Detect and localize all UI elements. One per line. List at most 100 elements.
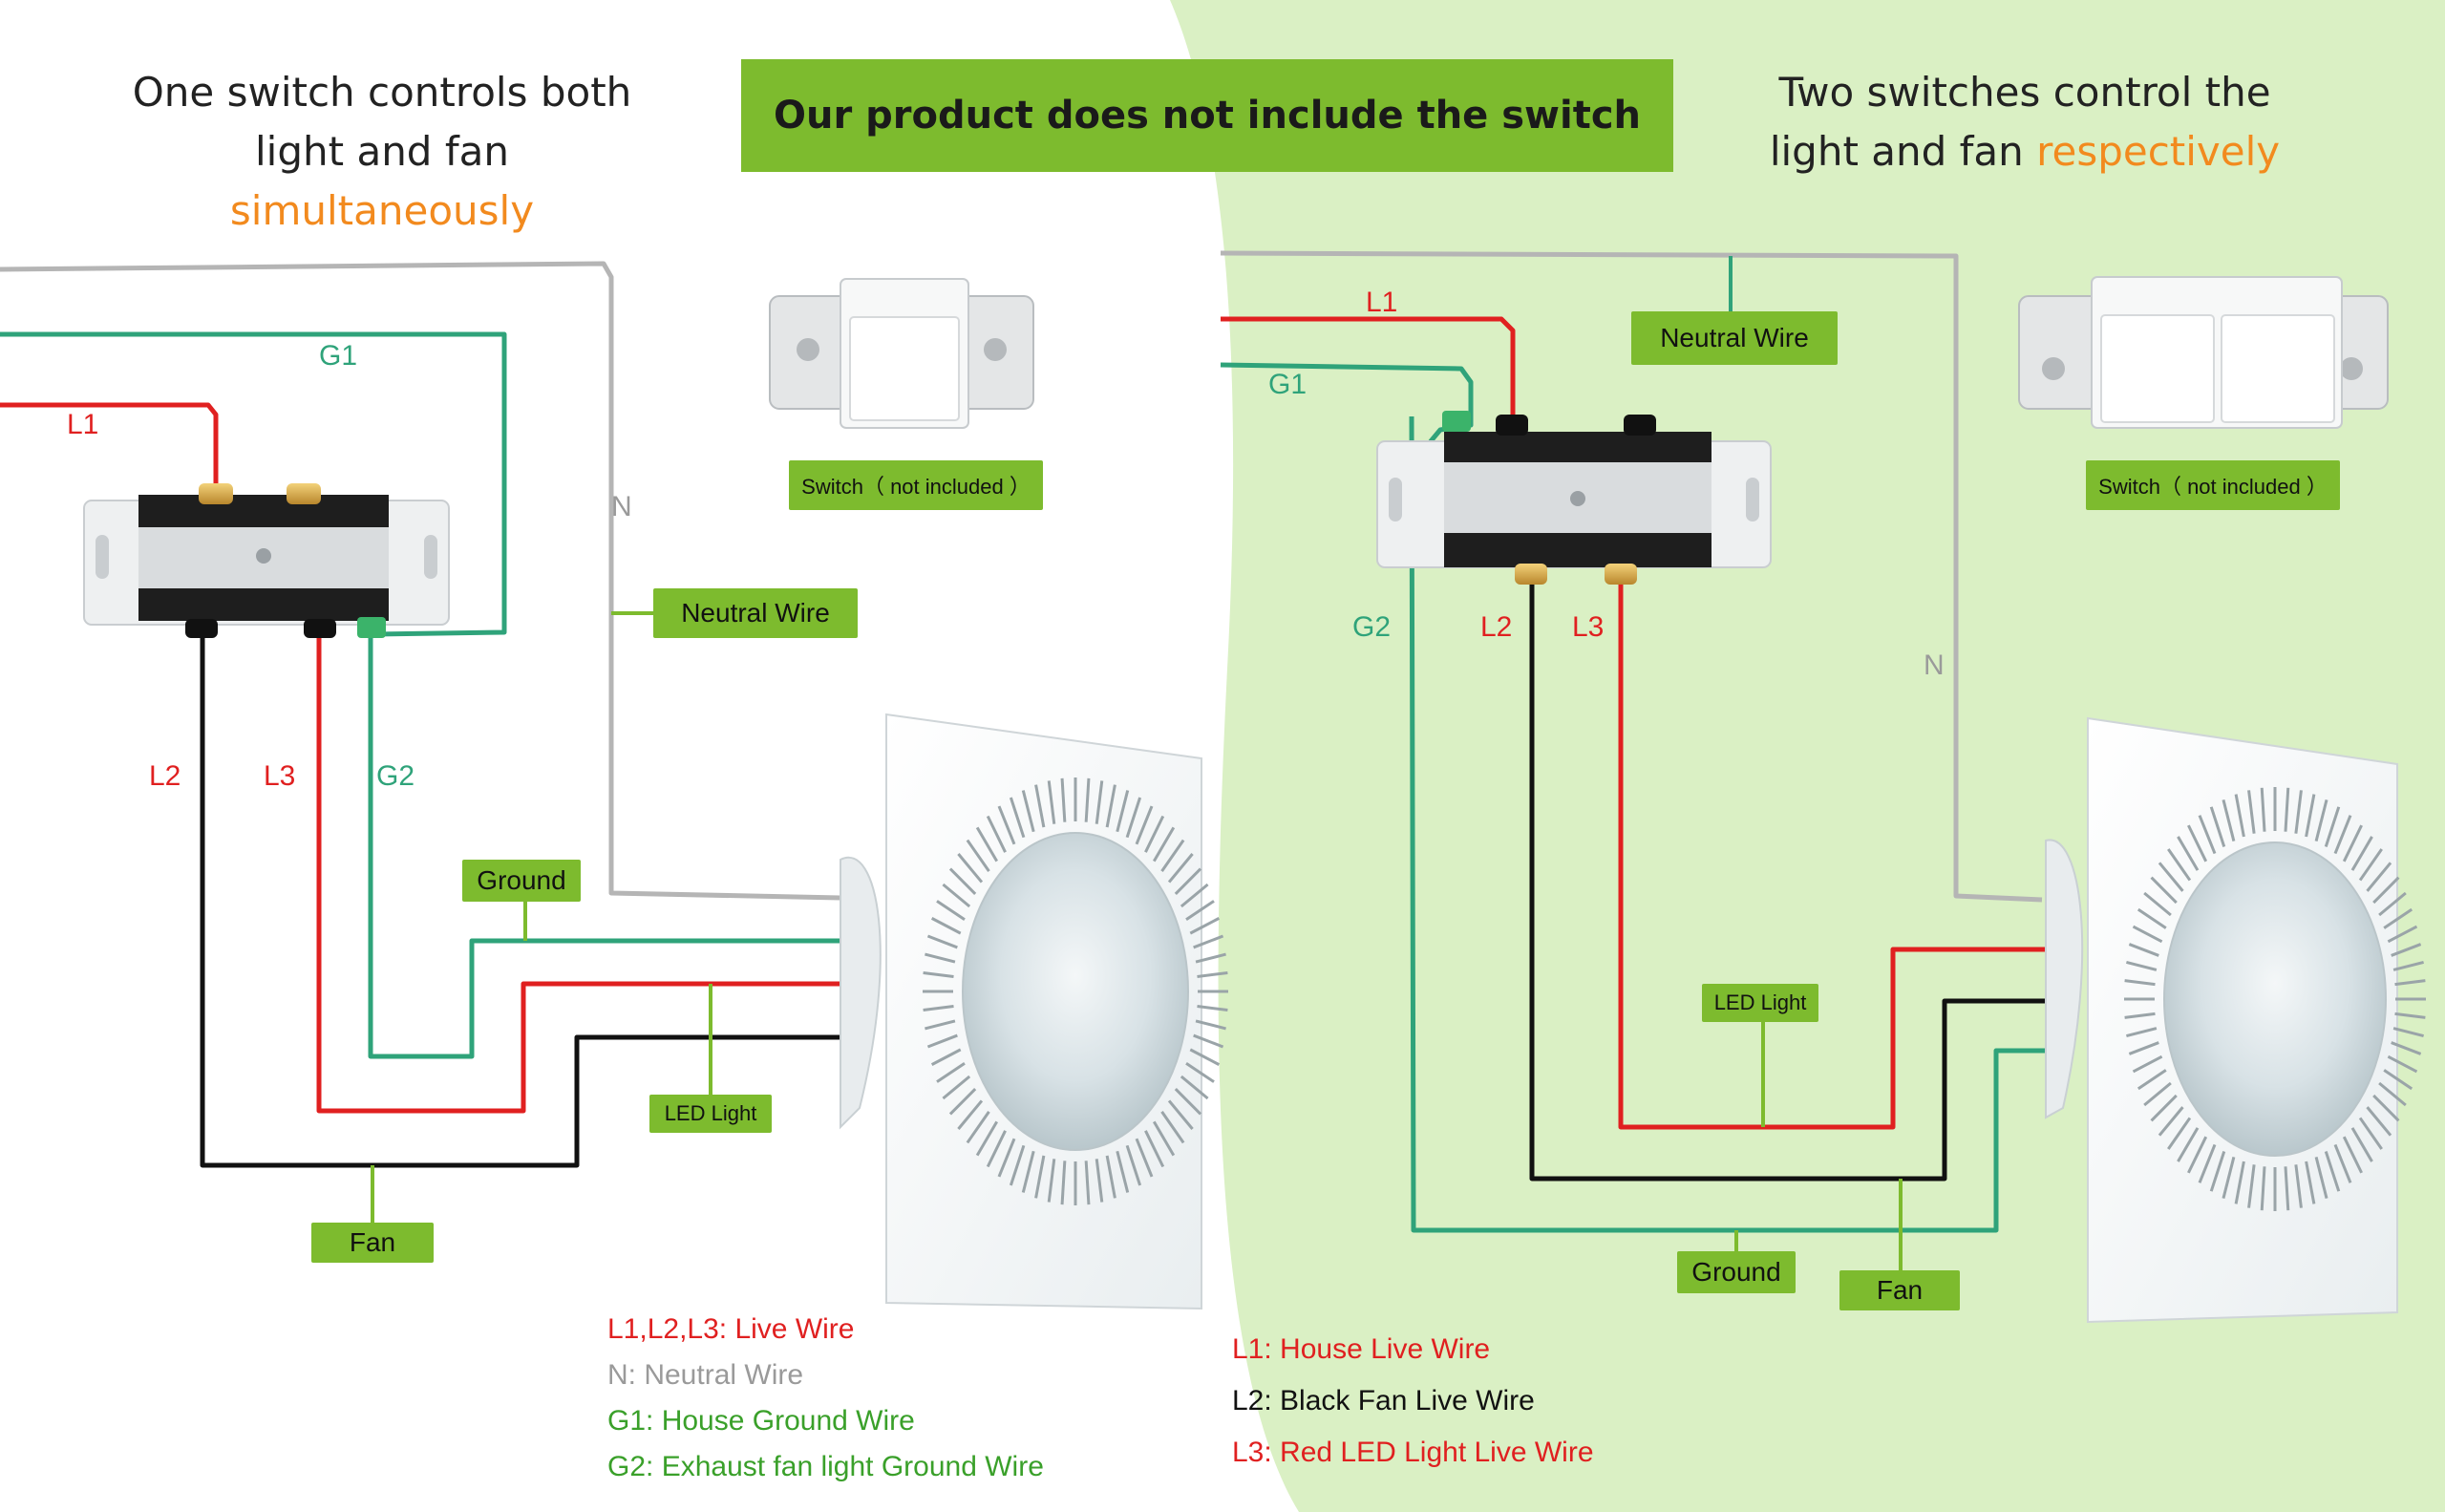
- fan-vent-slot: [1160, 1111, 1185, 1144]
- left-g1-label: G1: [319, 340, 357, 372]
- fan-vent-slot: [2158, 1106, 2184, 1137]
- fan-vent-slot: [2137, 907, 2167, 929]
- right-switch-screw-1: [2042, 357, 2065, 380]
- fan-vent-slot: [2391, 943, 2422, 957]
- fan-vent-slot: [997, 1138, 1016, 1178]
- left-wires: [0, 261, 841, 1223]
- fan-vent-slot: [1144, 815, 1165, 853]
- fan-vent-slot: [1034, 784, 1046, 828]
- fan-vent-slot: [2284, 1166, 2290, 1211]
- fan-vent-slot: [1174, 867, 1202, 895]
- fan-vent-slot: [2158, 862, 2184, 892]
- fan-vent-slot: [1084, 1161, 1091, 1205]
- fan-vent-slot: [975, 1120, 999, 1157]
- fan-vent-slot: [2260, 1166, 2266, 1211]
- right-terminal-brass-2: [1605, 564, 1637, 585]
- fan-vent-slot: [1167, 853, 1194, 884]
- left-switch-photo: [769, 278, 1034, 429]
- left-fan-tag: Fan: [311, 1223, 434, 1263]
- fan-vent-slot: [1160, 839, 1185, 872]
- right-l1-wire: [1221, 316, 1516, 420]
- fan-vent-slot: [1047, 780, 1056, 824]
- right-module-bottom-band: [1444, 533, 1712, 567]
- right-plate-slot-2: [1746, 478, 1759, 522]
- right-heading-accent: respectively: [2036, 128, 2281, 175]
- right-switch-module: [1376, 411, 1772, 585]
- fan-vent-slot: [957, 853, 984, 884]
- no-switch-banner: Our product does not include the switch: [741, 59, 1673, 172]
- fan-vent-slot: [2177, 1127, 2200, 1162]
- right-led-light-tag: LED Light: [1702, 984, 1818, 1022]
- fan-vent-slot: [1185, 1061, 1215, 1083]
- fan-vent-slot: [2132, 1054, 2163, 1074]
- fan-vent-slot: [1174, 1088, 1202, 1116]
- fan-vent-slot: [2150, 1094, 2178, 1122]
- fan-vent-slot: [1084, 777, 1091, 822]
- fan-vent-slot: [2378, 891, 2407, 917]
- right-neutral-wire-tag: Neutral Wire: [1631, 311, 1838, 365]
- left-plate-slot-2: [424, 535, 437, 579]
- fan-vent-slot: [2358, 1117, 2383, 1150]
- fan-vent-slot: [1095, 1159, 1104, 1203]
- fan-vent-slot: [948, 1088, 977, 1116]
- fan-vent-slot: [2143, 1081, 2172, 1107]
- fan-vent-slot: [2167, 1117, 2192, 1150]
- right-n-label: N: [1924, 650, 1945, 681]
- right-neutral-wire: [1220, 250, 2043, 903]
- left-switch-screw-2: [984, 338, 1007, 361]
- left-neutral-wire: [0, 261, 841, 901]
- left-switch-screw-1: [797, 338, 819, 361]
- left-l2-wire: [200, 634, 840, 1168]
- fan-vent-slot: [925, 1019, 956, 1031]
- fan-vent-slot: [1105, 1155, 1116, 1199]
- fan-vent-slot: [1193, 934, 1224, 949]
- fan-vent-slot: [2387, 1054, 2418, 1074]
- fan-vent-slot: [2124, 979, 2156, 987]
- right-ground-tag: Ground: [1677, 1251, 1796, 1293]
- right-switch-photo: [2018, 276, 2389, 429]
- fan-vent-slot: [2383, 1069, 2413, 1091]
- right-l1-label: L1: [1366, 287, 1397, 318]
- right-fan-tag: Fan: [1839, 1270, 1960, 1310]
- fan-vent-slot: [2260, 787, 2266, 832]
- fan-vent-slot: [2128, 943, 2159, 957]
- left-exhaust-fan: [840, 713, 1228, 1310]
- right-l3-label: L3: [1572, 611, 1604, 643]
- right-module-top-band: [1444, 432, 1712, 462]
- fan-vent-slot: [2234, 1161, 2245, 1204]
- left-terminal-brass-2: [287, 483, 321, 504]
- right-fan-housing: [2045, 839, 2084, 1119]
- left-legend-item: G1: House Ground Wire: [607, 1405, 915, 1437]
- fan-vent-slot: [2333, 815, 2352, 855]
- fan-vent-slot: [936, 1061, 966, 1083]
- fan-vent-slot: [2284, 787, 2290, 832]
- fan-vent-slot: [2209, 806, 2226, 847]
- right-exhaust-fan: [2045, 716, 2426, 1324]
- fan-vent-slot: [2314, 799, 2328, 841]
- fan-vent-slot: [925, 952, 956, 964]
- right-switch-rocker-1: [2100, 314, 2215, 423]
- left-legend: L1,L2,L3: Live Wire N: Neutral Wire G1: …: [607, 1307, 1044, 1490]
- fan-vent-slot: [2177, 836, 2200, 871]
- fan-vent-slot: [997, 805, 1016, 845]
- fan-vent-slot: [1144, 1130, 1165, 1168]
- fan-vent-slot: [2222, 1157, 2236, 1199]
- right-terminal-black-2: [1624, 415, 1656, 436]
- fan-vent-slot: [1116, 1150, 1130, 1193]
- fan-vent-slot: [2209, 1151, 2226, 1192]
- fan-vent-slot: [2342, 1136, 2363, 1174]
- fan-vent-slot: [2247, 1164, 2256, 1208]
- right-legend: L1: House Live Wire L2: Black Fan Live W…: [1232, 1324, 1594, 1479]
- fan-vent-slot: [2132, 925, 2163, 944]
- left-module-bottom-band: [138, 588, 389, 621]
- right-legend-item: L1: House Live Wire: [1232, 1333, 1491, 1365]
- fan-vent-slot: [930, 917, 962, 935]
- fan-vent-slot: [1060, 1161, 1067, 1205]
- left-switch-rocker: [849, 316, 960, 421]
- left-fan-light-lens: [962, 832, 1189, 1151]
- left-switch-module: [83, 483, 450, 638]
- fan-vent-slot: [1105, 784, 1116, 828]
- left-terminal-black-2: [304, 619, 336, 638]
- fan-vent-slot: [2366, 862, 2392, 892]
